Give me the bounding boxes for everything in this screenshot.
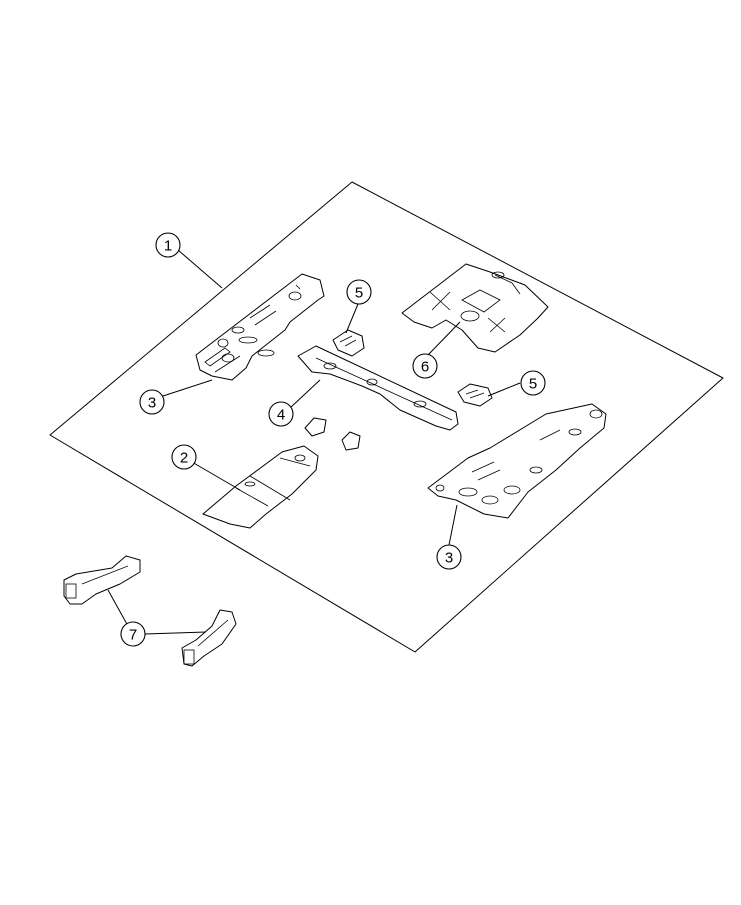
leader-6	[427, 321, 461, 356]
callout-6: 6	[412, 353, 438, 379]
rear-floor-pan	[401, 263, 549, 353]
bracket-upper	[332, 329, 365, 357]
leader-3b	[448, 504, 458, 546]
callout-1: 1	[155, 232, 181, 258]
front-floor-pan-right	[427, 403, 607, 519]
callout-5a: 5	[346, 279, 372, 305]
callout-3a-label: 3	[148, 395, 156, 412]
bracket-right	[457, 383, 493, 407]
callout-5a-label: 5	[355, 285, 363, 302]
leader-5b	[487, 382, 521, 397]
center-floor-section	[202, 445, 319, 529]
callout-6-label: 6	[421, 359, 429, 376]
leader-7a	[107, 589, 129, 627]
rail-bracket-left	[63, 555, 141, 605]
callout-7: 7	[120, 621, 146, 647]
front-floor-pan-left	[195, 273, 325, 381]
callout-3b: 3	[436, 544, 462, 570]
callout-4: 4	[268, 401, 294, 427]
callout-2-label: 2	[180, 450, 188, 467]
callout-5b: 5	[520, 370, 546, 396]
leader-7b	[144, 631, 207, 635]
rail-bracket-right	[181, 609, 237, 667]
callout-3a: 3	[139, 389, 165, 415]
callout-3b-label: 3	[445, 550, 453, 567]
leader-3a	[162, 379, 213, 397]
leader-1	[177, 249, 223, 289]
clip-left	[304, 417, 327, 437]
floor-pan-outline	[49, 181, 724, 653]
cross-member	[297, 345, 459, 431]
callout-7-label: 7	[129, 627, 137, 644]
callout-5b-label: 5	[529, 376, 537, 393]
callout-4-label: 4	[277, 407, 285, 424]
callout-1-label: 1	[164, 238, 172, 255]
clip-right	[341, 431, 361, 451]
leader-5a	[345, 303, 359, 334]
leader-4	[289, 379, 321, 409]
callout-2: 2	[171, 444, 197, 470]
leader-2	[191, 461, 241, 491]
